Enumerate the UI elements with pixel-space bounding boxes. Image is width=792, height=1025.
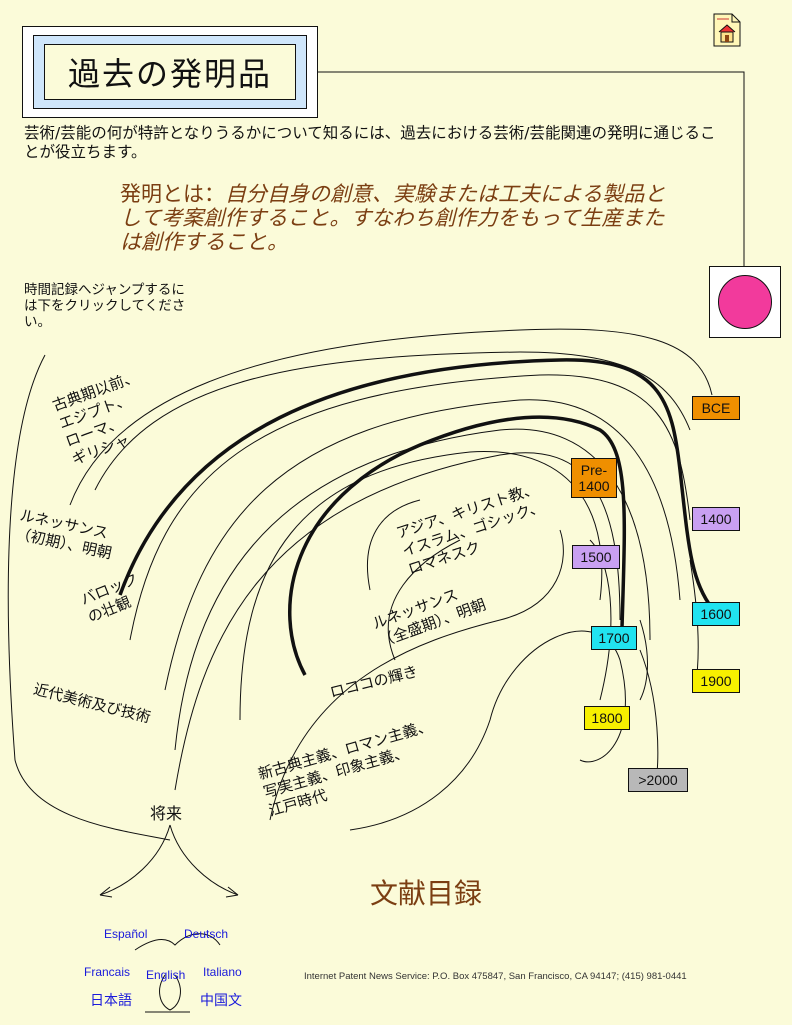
tag-pre-1400[interactable]: Pre- 1400 <box>571 458 617 498</box>
home-document-icon[interactable] <box>712 12 742 48</box>
future-link[interactable]: 将来 <box>150 800 182 824</box>
lang-italiano[interactable]: Italiano <box>203 965 242 979</box>
lang-english[interactable]: English <box>146 968 185 982</box>
lang-espanol[interactable]: Español <box>104 927 147 941</box>
lang-francais[interactable]: Francais <box>84 965 130 979</box>
tag-1400[interactable]: 1400 <box>692 507 740 531</box>
lang-deutsch[interactable]: Deutsch <box>184 927 228 941</box>
page-title: 過去の発明品 <box>44 44 296 100</box>
title-box: 過去の発明品 <box>22 26 318 118</box>
tag-1600[interactable]: 1600 <box>692 602 740 626</box>
tag-1700[interactable]: 1700 <box>591 626 637 650</box>
title-frame: 過去の発明品 <box>33 35 307 109</box>
tag-1900[interactable]: 1900 <box>692 669 740 693</box>
pink-circle-icon <box>718 275 772 329</box>
intro-paragraph: 芸術/芸能の何が特許となりうるかについて知るには、過去における芸術/芸能関連の発… <box>24 124 724 162</box>
definition-lead: 発明とは： <box>120 182 225 206</box>
circle-button[interactable] <box>709 266 781 338</box>
jump-instruction: 時間記録へジャンプするには下をクリックしてください。 <box>24 282 194 330</box>
tag-bce[interactable]: BCE <box>692 396 740 420</box>
lang-chinese[interactable]: 中国文 <box>200 990 242 1010</box>
tag-1800[interactable]: 1800 <box>584 706 630 730</box>
tag-1500[interactable]: 1500 <box>572 545 620 569</box>
tag-2000[interactable]: >2000 <box>628 768 688 792</box>
bibliography-link[interactable]: 文献目録 <box>370 872 482 912</box>
invention-definition: 発明とは：自分自身の創意、実験または工夫による製品として考案創作すること。すなわ… <box>120 182 680 254</box>
footer-contact: Internet Patent News Service: P.O. Box 4… <box>304 971 687 982</box>
lang-japanese[interactable]: 日本語 <box>90 990 132 1010</box>
